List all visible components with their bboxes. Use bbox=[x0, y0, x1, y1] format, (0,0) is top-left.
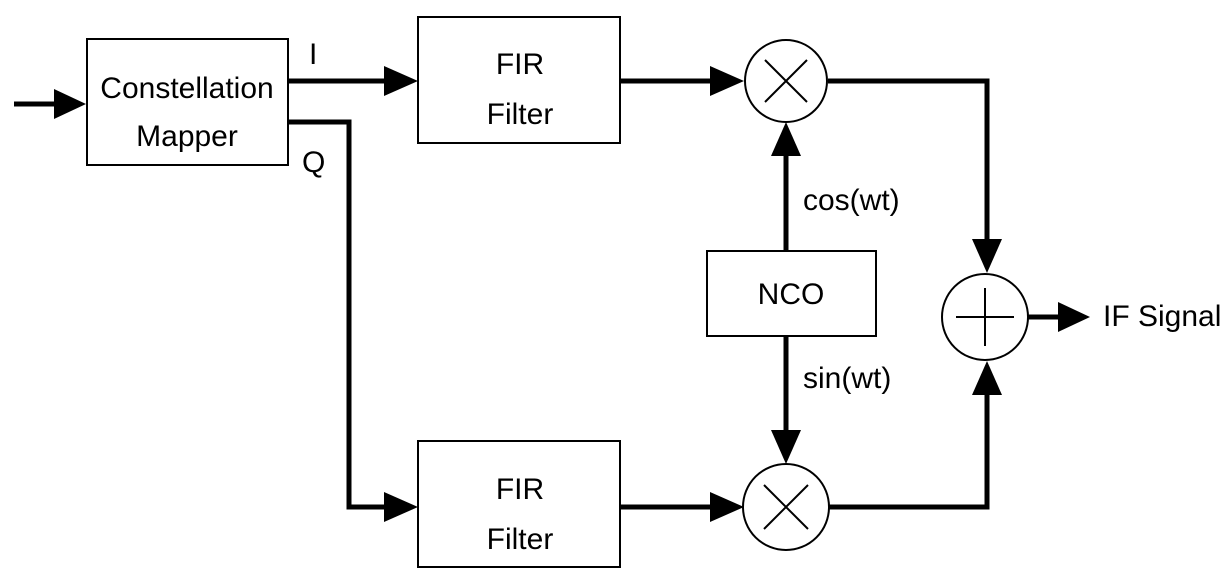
sin-arrowhead bbox=[771, 430, 801, 464]
mixer-bottom-to-adder-wire bbox=[828, 394, 990, 510]
nco-label: NCO bbox=[758, 278, 825, 311]
fir-filter-bottom-block: FIR Filter bbox=[417, 440, 621, 568]
nco-block: NCO bbox=[706, 250, 877, 337]
input-arrowhead bbox=[54, 89, 86, 119]
mixer-top-to-adder-wire bbox=[828, 78, 990, 240]
i-arrowhead bbox=[384, 66, 418, 96]
adder-bottom-arrowhead bbox=[972, 361, 1002, 395]
output-arrowhead bbox=[1058, 302, 1090, 332]
adder-icon bbox=[941, 273, 1029, 361]
adder-top-arrowhead bbox=[972, 239, 1002, 273]
fir-top-arrowhead bbox=[710, 66, 744, 96]
mixer-bottom-icon bbox=[742, 463, 830, 551]
fir-bottom-arrowhead bbox=[710, 492, 744, 522]
q-arrowhead bbox=[384, 492, 418, 522]
q-signal-label: Q bbox=[302, 146, 325, 179]
fir-top-label-line2: Filter bbox=[487, 98, 554, 131]
fir-filter-top-block: FIR Filter bbox=[417, 16, 621, 144]
if-signal-label: IF Signal bbox=[1103, 300, 1221, 333]
fir-bottom-label-line2: Filter bbox=[487, 523, 554, 556]
mapper-label-line2: Mapper bbox=[136, 120, 238, 153]
i-signal-label: I bbox=[309, 38, 317, 71]
cos-signal-label: cos(wt) bbox=[803, 184, 900, 217]
constellation-mapper-block: Constellation Mapper bbox=[86, 38, 289, 166]
fir-bottom-label-line1: FIR bbox=[496, 473, 544, 506]
cos-arrowhead bbox=[771, 122, 801, 156]
q-wire bbox=[288, 119, 388, 510]
mapper-label-line1: Constellation bbox=[100, 72, 273, 105]
fir-top-label-line1: FIR bbox=[496, 48, 544, 81]
sin-signal-label: sin(wt) bbox=[803, 362, 891, 395]
mixer-top-icon bbox=[744, 39, 828, 123]
